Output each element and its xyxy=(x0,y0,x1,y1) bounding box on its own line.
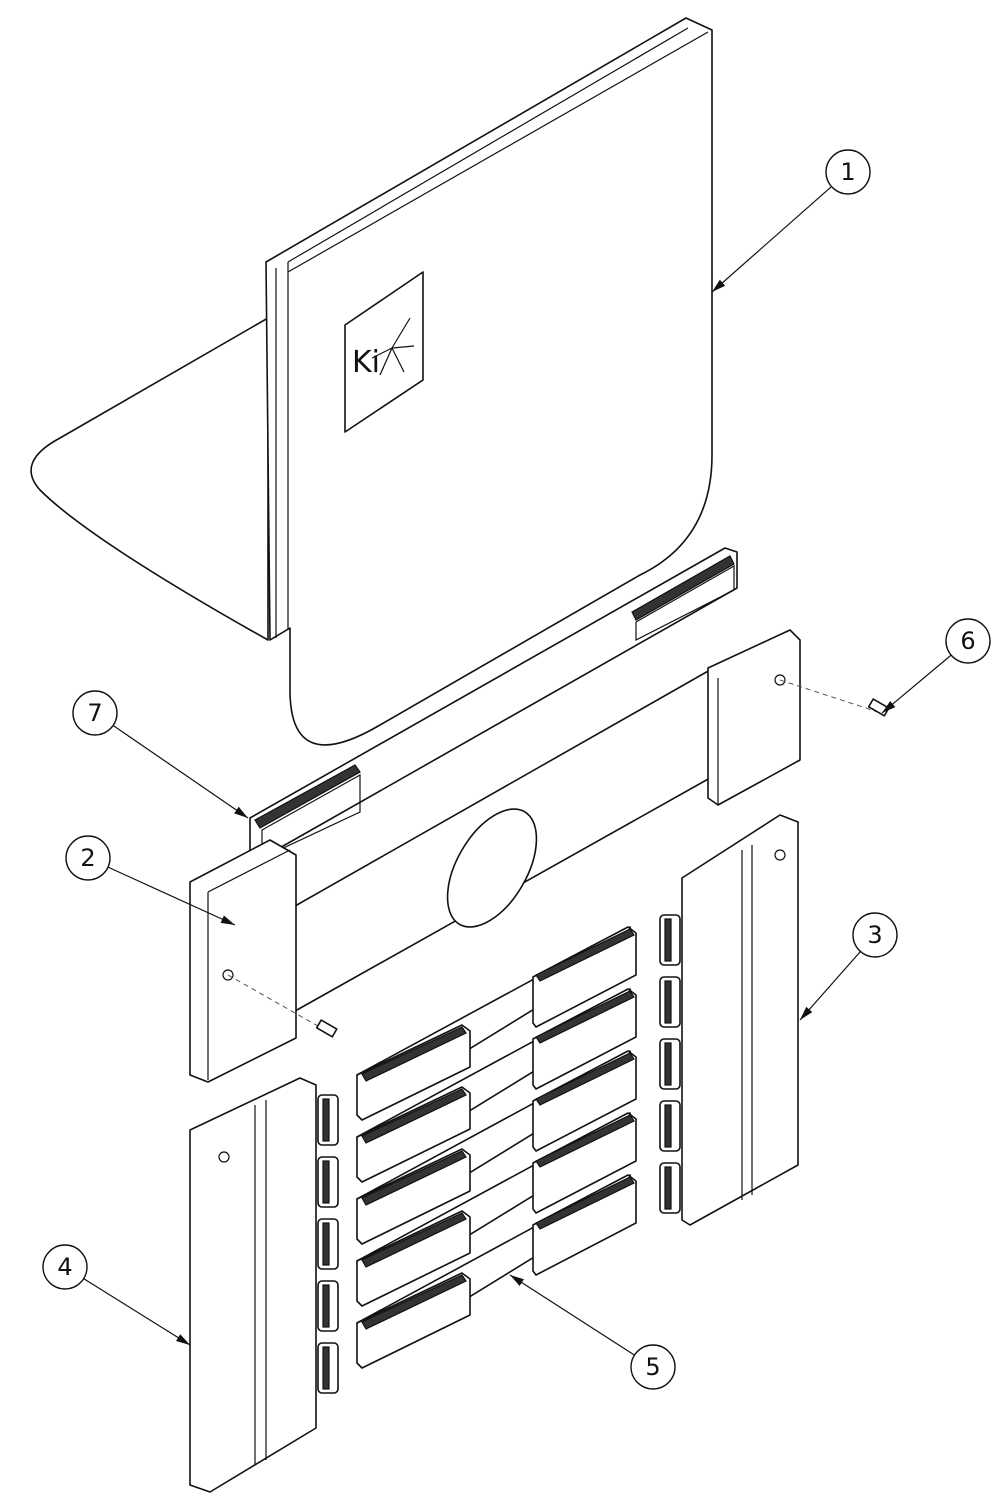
balloon-circle xyxy=(630,1344,676,1390)
balloon-label: 5 xyxy=(645,1353,660,1381)
balloon-circle xyxy=(945,618,991,664)
slat xyxy=(356,1112,637,1307)
arrowhead-icon xyxy=(510,1275,524,1286)
part-4-left-plate xyxy=(189,1077,339,1493)
balloon-label: 2 xyxy=(80,844,95,872)
hinge-slot xyxy=(664,1104,672,1148)
hinge-slot xyxy=(322,1284,330,1328)
slat xyxy=(356,1050,637,1245)
balloon-circle xyxy=(42,1244,88,1290)
balloon-label: 4 xyxy=(57,1253,72,1281)
hinge-slot xyxy=(322,1098,330,1142)
part-5-slats xyxy=(356,926,637,1369)
part-3-right-plate xyxy=(659,814,799,1226)
leader-line xyxy=(83,1278,191,1346)
balloon-label: 7 xyxy=(87,699,102,727)
balloon-callouts: 1 2 3 4 5 6 7 xyxy=(42,149,991,1390)
leader-line xyxy=(711,186,832,293)
part-2-bracket xyxy=(189,629,890,1083)
balloon-2: 2 xyxy=(65,835,236,926)
hinge-slot xyxy=(664,918,672,962)
arrowhead-icon xyxy=(176,1334,190,1345)
arrowhead-icon xyxy=(234,806,248,818)
balloon-label: 3 xyxy=(867,921,882,949)
leader-line xyxy=(881,654,952,714)
balloon-4: 4 xyxy=(42,1244,191,1346)
slat xyxy=(356,926,637,1121)
arrowhead-icon xyxy=(882,700,896,713)
screw-icon xyxy=(315,1019,338,1038)
hinge-slot xyxy=(322,1222,330,1266)
slat xyxy=(356,1174,637,1369)
hinge-slot xyxy=(664,1042,672,1086)
balloon-5: 5 xyxy=(509,1274,676,1390)
leader-line xyxy=(107,866,236,926)
part-1-backrest: Ki xyxy=(30,17,713,746)
balloon-7: 7 xyxy=(72,690,249,819)
leader-line xyxy=(799,951,861,1021)
ki-logo: Ki xyxy=(344,271,424,433)
hinge-slot xyxy=(322,1160,330,1204)
arrowhead-icon xyxy=(712,279,726,292)
balloon-circle xyxy=(72,690,118,736)
part-7-rail xyxy=(249,547,738,859)
logo-text: Ki xyxy=(352,345,380,380)
balloon-6: 6 xyxy=(881,618,991,714)
slat xyxy=(356,988,637,1183)
balloon-circle xyxy=(852,912,898,958)
leader-line xyxy=(112,724,249,819)
balloon-3: 3 xyxy=(799,912,898,1021)
arrowhead-icon xyxy=(220,915,235,925)
leader-line xyxy=(509,1274,635,1356)
balloon-circle xyxy=(65,835,111,881)
balloon-1: 1 xyxy=(711,149,871,293)
hinge-slot xyxy=(322,1346,330,1390)
balloon-label: 6 xyxy=(960,627,975,655)
balloon-label: 1 xyxy=(840,158,855,186)
arrowhead-icon xyxy=(800,1006,813,1020)
hinge-slot xyxy=(664,1166,672,1210)
balloon-circle xyxy=(825,149,871,195)
hinge-slot xyxy=(664,980,672,1024)
